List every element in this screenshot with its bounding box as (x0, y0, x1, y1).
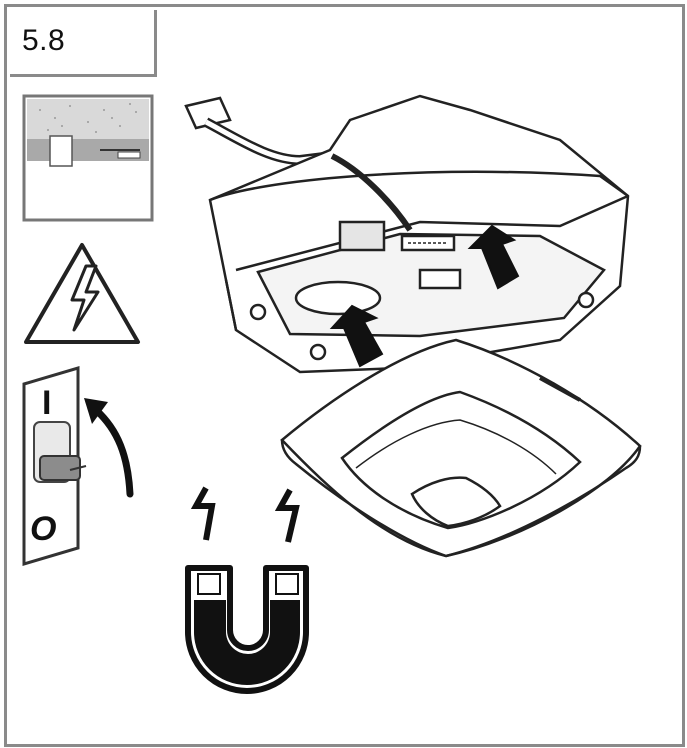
step-number: 5.8 (22, 24, 66, 57)
insert-arrows-icon (329, 224, 520, 368)
mounting-box (184, 94, 630, 374)
step-number-box (10, 10, 157, 77)
ceiling-sensor-icon (280, 338, 642, 558)
curved-arrow-icon (84, 398, 134, 498)
ceiling-mount-diagram-icon (22, 94, 154, 222)
high-voltage-warning-icon (24, 243, 140, 344)
magnetic-field-icon (190, 486, 300, 543)
circuit-breaker-switch-icon (22, 365, 87, 567)
breaker-off-label: O (30, 510, 56, 548)
magnet-icon (185, 565, 309, 694)
breaker-on-label: I (42, 384, 51, 422)
